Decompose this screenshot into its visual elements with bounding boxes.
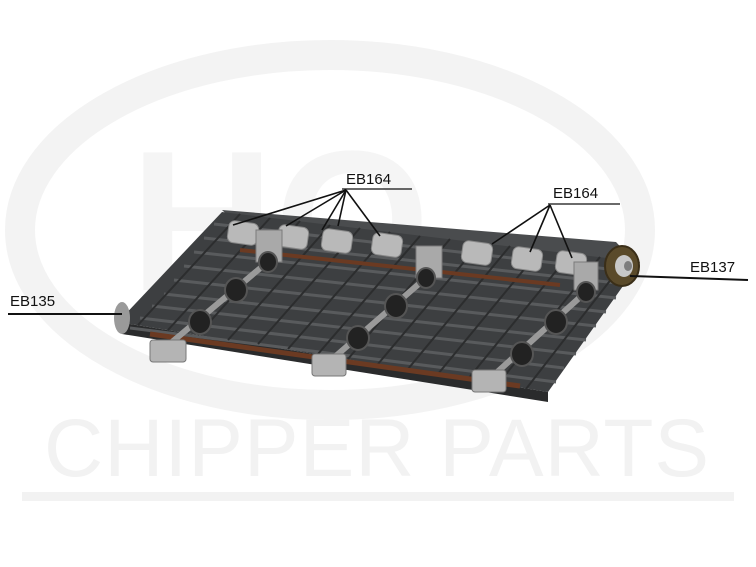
- axles: [157, 257, 591, 387]
- watermark-swoosh: [5, 40, 655, 420]
- callout-eb164-top-left: EB164: [232, 171, 412, 237]
- upper-rail: [239, 248, 561, 287]
- callout-label: EB137: [690, 259, 735, 276]
- belt-links: [137, 213, 627, 390]
- callout-label: EB164: [553, 185, 598, 202]
- drive-sprocket: [604, 245, 640, 287]
- callout-eb164-top-right: EB164: [491, 185, 620, 259]
- callout-label: EB164: [346, 171, 391, 188]
- leader-lines: [491, 204, 573, 259]
- callout-eb137: EB137: [629, 259, 749, 281]
- conveyor-assembly: [114, 210, 640, 402]
- mount-feet: [149, 339, 507, 393]
- watermark-underline: [22, 492, 734, 501]
- callout-label: EB135: [10, 293, 55, 310]
- leader-line: [629, 275, 749, 281]
- watermark-brand-text: CHIPPER PARTS: [44, 403, 710, 494]
- axle-wheels: [188, 251, 596, 367]
- idler-drum: [114, 302, 130, 334]
- leader-lines: [232, 189, 381, 237]
- callout-eb135: EB135: [8, 293, 122, 315]
